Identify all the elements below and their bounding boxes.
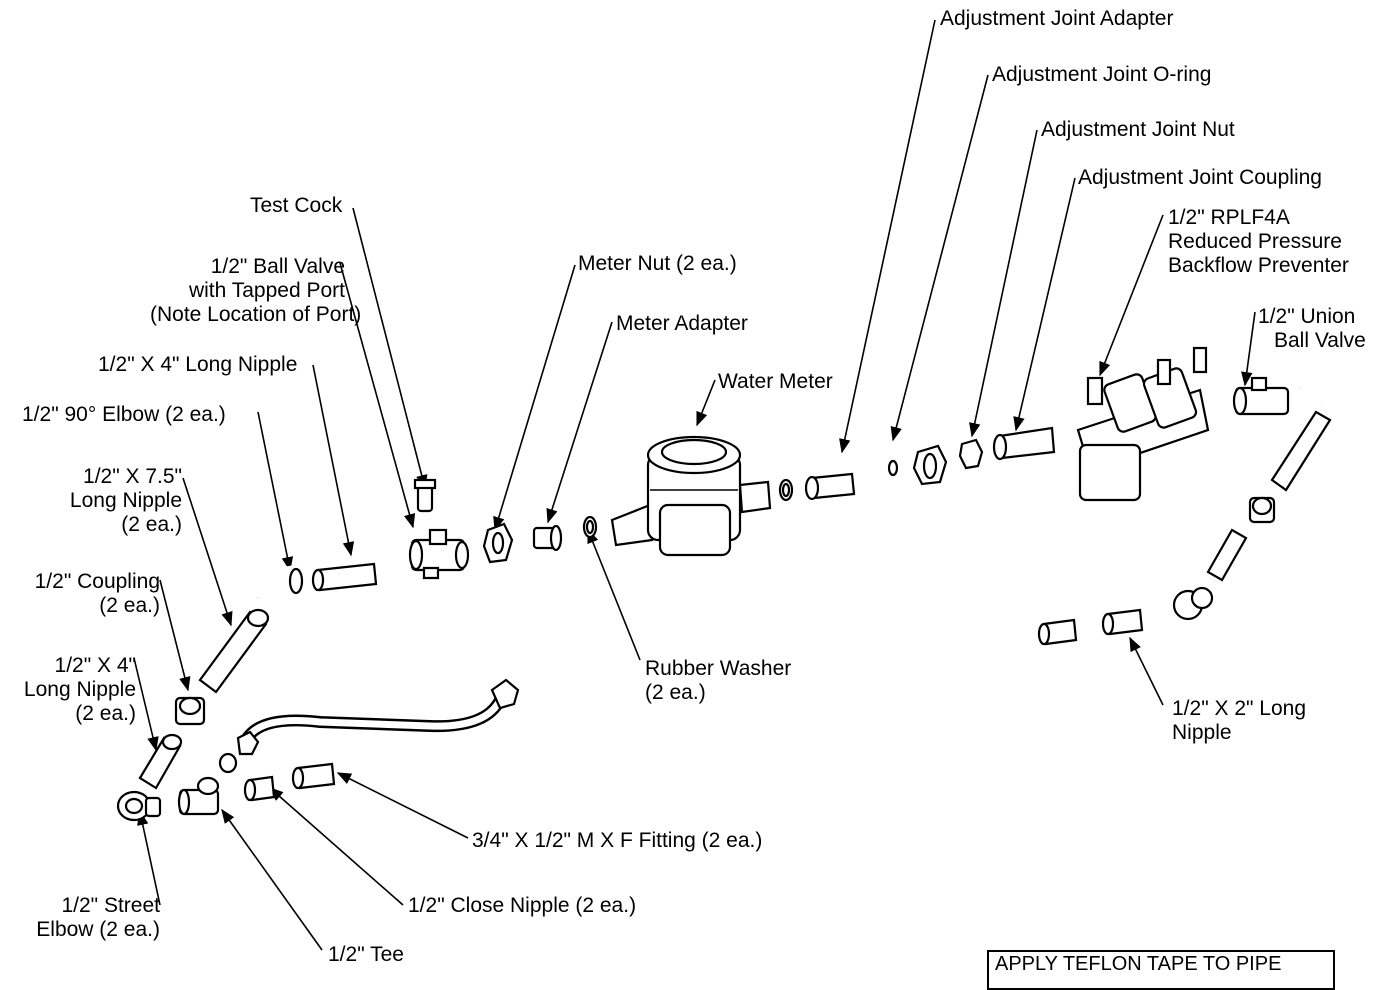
test-cock-part [413, 478, 437, 513]
adj-joint-coupling-part [992, 426, 1056, 461]
label-rplf4a: 1/2" RPLF4A Reduced Pressure Backflow Pr… [1168, 206, 1349, 277]
label-adj-joint-coupling: Adjustment Joint Coupling [1078, 166, 1322, 189]
fitting-left-part [291, 762, 336, 790]
tee-part [177, 752, 238, 816]
label-tee: 1/2" Tee [328, 943, 404, 966]
nipple-4-top-part [311, 562, 378, 592]
label-nipple-7-5: 1/2" X 7.5" Long Nipple (2 ea.) [69, 465, 182, 536]
adj-joint-oring-part [887, 459, 899, 477]
nipple-2-part [1101, 608, 1144, 636]
label-adj-joint-oring: Adjustment Joint O-ring [992, 63, 1212, 86]
label-coupling: 1/2" Coupling (2 ea.) [34, 570, 160, 617]
label-adj-joint-nut: Adjustment Joint Nut [1041, 118, 1235, 141]
coupling-left-part [174, 696, 206, 726]
flex-hose-part [236, 678, 520, 756]
union-ball-valve-part [1232, 376, 1290, 416]
adj-joint-adapter-part [804, 472, 856, 501]
label-fitting: 3/4" X 1/2" M X F Fitting (2 ea.) [472, 829, 763, 852]
label-close-nipple: 1/2" Close Nipple (2 ea.) [408, 894, 637, 917]
exploded-parts-diagram [116, 19, 1332, 951]
elbow-top-part [253, 565, 304, 600]
nipple-7-5-left-part [198, 608, 270, 694]
washer-right-part [778, 478, 794, 502]
close-nipple-part [243, 775, 276, 802]
elbow-right-part [1298, 383, 1326, 405]
rplf4a-part [1076, 346, 1210, 502]
label-water-meter: Water Meter [718, 370, 833, 393]
label-nipple-2: 1/2" X 2" Long Nipple [1172, 697, 1307, 744]
label-nipple-4-left: 1/2" X 4" Long Nipple (2 ea.) [23, 654, 136, 725]
label-adj-joint-adapter: Adjustment Joint Adapter [940, 7, 1174, 30]
nipple-7-5-right-part [1270, 410, 1332, 492]
teflon-tape-note: APPLY TEFLON TAPE TO PIPE [987, 950, 1335, 990]
ball-valve-part [408, 528, 470, 580]
label-meter-nut: Meter Nut (2 ea.) [578, 252, 737, 275]
nipple-4-right-part [1206, 528, 1248, 582]
street-elbow-part [116, 790, 162, 822]
coupling-right-part [1248, 496, 1276, 524]
water-meter-part [610, 435, 772, 557]
fitting-right-part [1037, 618, 1078, 646]
elbow-low-right-part [1172, 586, 1214, 621]
small-nut-part [958, 438, 984, 470]
rubber-washer-part [582, 515, 598, 539]
label-ball-valve: 1/2" Ball Valve with Tapped Port (Note L… [150, 255, 362, 326]
label-test-cock: Test Cock [250, 194, 343, 217]
label-elbow-90: 1/2" 90° Elbow (2 ea.) [22, 403, 226, 426]
label-rubber-washer: Rubber Washer (2 ea.) [645, 657, 792, 704]
leader-lines [133, 19, 1256, 951]
nipple-4-left-part [138, 733, 183, 790]
meter-nut-part [482, 522, 514, 564]
label-union-ball-valve: 1/2" Union Ball Valve [1258, 305, 1366, 352]
meter-adapter-part [532, 524, 563, 552]
adj-joint-nut-part [912, 444, 948, 486]
label-meter-adapter: Meter Adapter [616, 312, 748, 335]
label-street-elbow: 1/2" Street Elbow (2 ea.) [36, 894, 160, 941]
label-nipple-4-top: 1/2" X 4" Long Nipple [98, 353, 298, 376]
